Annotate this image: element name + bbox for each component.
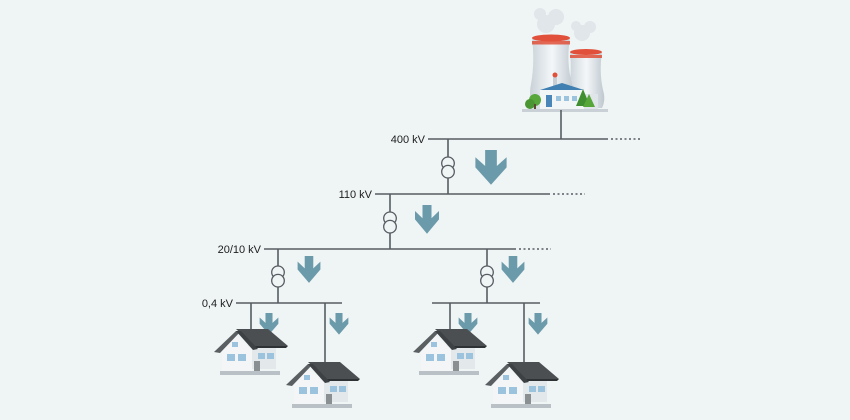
house-icon [413,329,487,375]
voltage-label-110kv: 110 kV [339,189,373,201]
house-icon [485,362,559,408]
house-icon [286,362,360,408]
voltage-label-20-10kv: 20/10 kV [218,244,262,256]
arrow-down-icon [415,205,439,234]
grid-lines [236,110,642,370]
power-plant-icon [522,8,608,112]
voltage-label-04kv: 0,4 kV [202,298,234,310]
arrow-down-icon [297,256,321,283]
arrow-down-icon [329,313,349,335]
arrow-down-icon [475,150,507,185]
transformer-icon [383,211,397,234]
transformer-icon [480,265,494,288]
arrow-down-icon [501,256,525,283]
transformer-icon [441,156,455,179]
arrow-down-icon [528,313,548,335]
voltage-label-400kv: 400 kV [391,134,426,146]
house-icon [214,329,288,375]
transformer-icon [271,265,285,288]
